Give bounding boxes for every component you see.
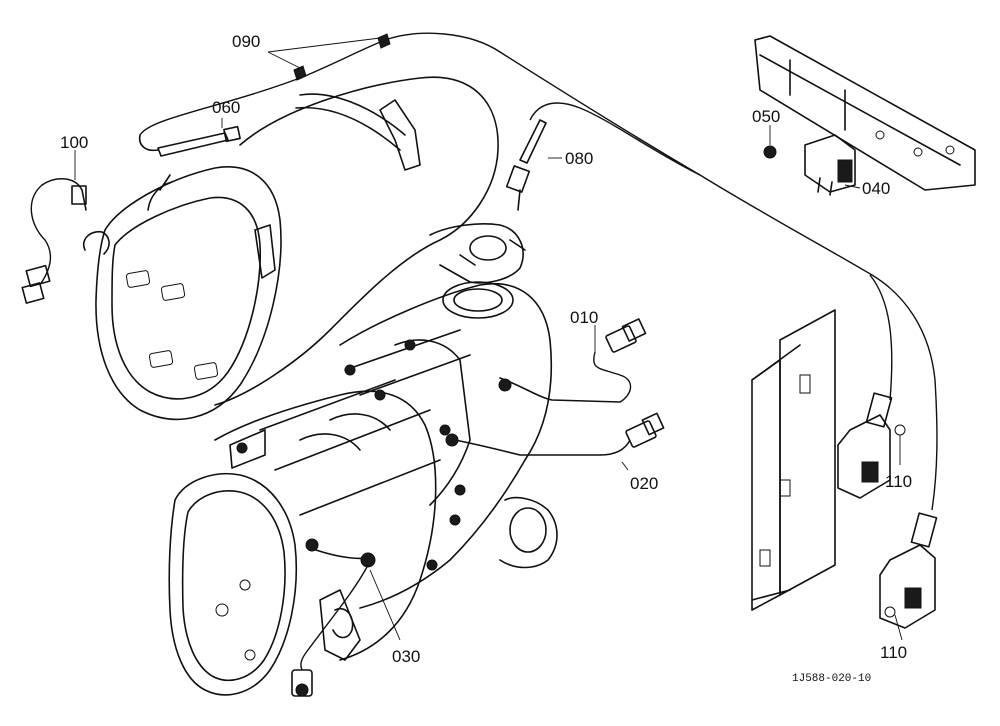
exhaust-temp-sensor-030	[291, 538, 376, 697]
label-100: 100	[60, 133, 88, 152]
exhaust-temp-sensor-010	[498, 318, 647, 403]
label-080: 080	[565, 149, 593, 168]
drawing-reference-number: 1J588-020-10	[792, 673, 871, 685]
temp-sensor-100	[21, 178, 87, 304]
label-110-upper: 110	[885, 472, 912, 491]
label-110-lower: 110	[880, 643, 907, 662]
label-050: 050	[752, 107, 780, 126]
leader-040	[844, 184, 861, 189]
exhaust-temp-sensor-080	[505, 119, 547, 211]
leader-090-b	[267, 37, 381, 53]
harness-connector-110-upper	[837, 392, 906, 499]
harness-connector-110-lower	[879, 512, 938, 629]
label-030: 030	[392, 647, 420, 666]
sensor-wire-080	[529, 102, 701, 176]
leader-090-a	[267, 51, 301, 69]
label-060: 060	[212, 98, 240, 117]
label-090: 090	[232, 32, 260, 51]
leader-030	[369, 569, 401, 641]
leader-020	[621, 461, 629, 471]
leader-110-b	[894, 614, 903, 641]
harness-clip-090	[293, 33, 391, 81]
exhaust-temp-sensor-020	[445, 412, 665, 456]
label-020: 020	[630, 474, 658, 493]
exhaust-temp-sensor-060	[138, 125, 241, 157]
label-040: 040	[862, 179, 890, 198]
label-010: 010	[570, 308, 598, 327]
bracket-panel	[751, 309, 836, 611]
doc-lower-assembly	[168, 281, 558, 696]
differential-pressure-sensor-040	[754, 35, 976, 196]
dpf-upper-assembly	[83, 76, 526, 421]
